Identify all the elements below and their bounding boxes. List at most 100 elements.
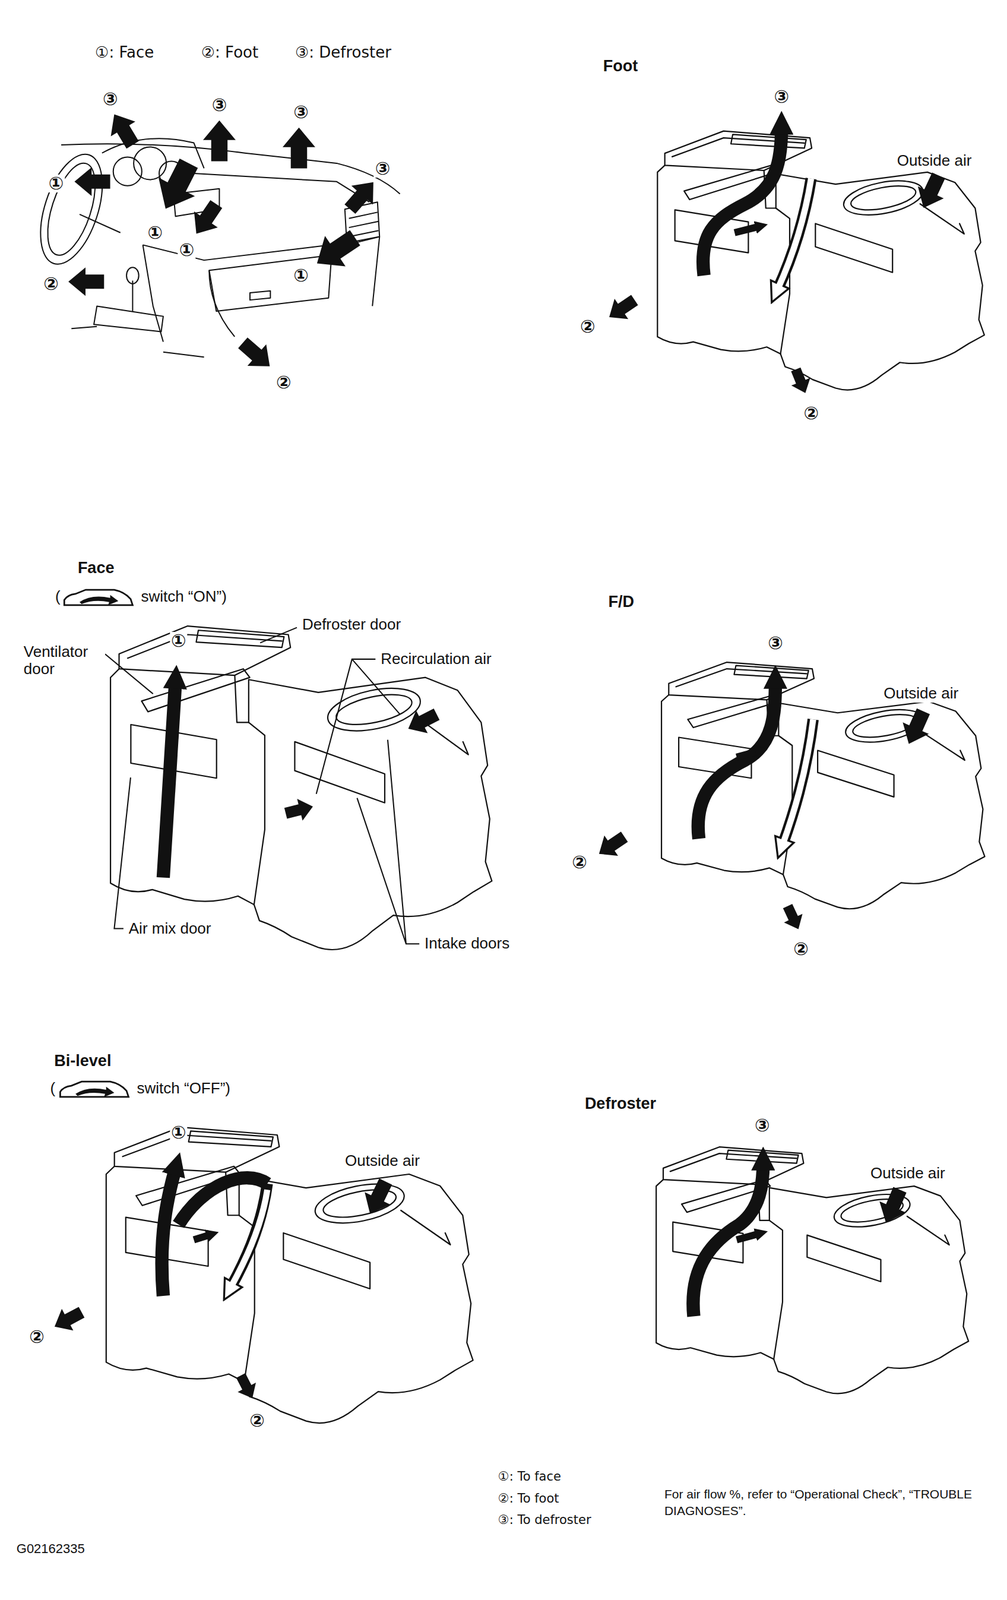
callout-number: ① bbox=[47, 174, 65, 193]
dashboard-drawing bbox=[209, 270, 235, 337]
airflow-arrows bbox=[230, 1189, 268, 1288]
dashboard-drawing bbox=[126, 267, 139, 284]
panel-title: F/D bbox=[606, 592, 636, 611]
dashboard-airflow-arrows bbox=[184, 195, 229, 242]
legend-entry: ③: To defroster bbox=[496, 1512, 593, 1527]
airflow-arrows bbox=[895, 705, 937, 750]
legend-entry: ①: Face bbox=[93, 43, 155, 62]
heater-unit-drawing bbox=[661, 662, 985, 909]
callout-number: ② bbox=[570, 853, 588, 872]
part-label: Ventilator door bbox=[22, 643, 106, 679]
callout-number: ① bbox=[178, 241, 196, 259]
airflow-arrows bbox=[163, 681, 176, 878]
airflow-arrows bbox=[162, 1167, 268, 1296]
airflow-arrows bbox=[231, 1370, 262, 1403]
leader-lines bbox=[356, 739, 420, 945]
airflow-arrows bbox=[193, 1234, 210, 1240]
part-label: Outside air bbox=[869, 1164, 947, 1183]
dashboard-airflow-arrows bbox=[233, 331, 280, 378]
figure-id: G02162335 bbox=[15, 1541, 87, 1557]
part-label: Outside air bbox=[343, 1152, 421, 1171]
switch-note: ( bbox=[54, 587, 62, 606]
dashboard-drawing bbox=[28, 138, 401, 357]
callout-number: ① bbox=[169, 1123, 188, 1142]
switch-note: ( bbox=[48, 1080, 57, 1098]
dashboard-drawing bbox=[349, 211, 379, 237]
airflow-arrows bbox=[591, 826, 632, 864]
airflow-arrows bbox=[402, 703, 443, 741]
dashboard-airflow-arrows bbox=[306, 222, 366, 280]
airflow-arrows bbox=[283, 703, 443, 825]
dashboard-airflow-arrows bbox=[147, 153, 207, 218]
callout-number: ③ bbox=[753, 1116, 771, 1135]
part-label: Air mix door bbox=[127, 919, 213, 938]
dashboard-drawing bbox=[28, 146, 114, 272]
airflow-arrows bbox=[734, 226, 759, 233]
airflow-arrows bbox=[48, 1300, 88, 1338]
heater-unit-drawing bbox=[110, 625, 492, 950]
airflow-arrows bbox=[692, 1163, 763, 1317]
dashboard-drawing bbox=[209, 255, 332, 312]
callout-number: ① bbox=[292, 266, 310, 285]
dashboard-drawing bbox=[133, 146, 167, 180]
leader-lines bbox=[260, 627, 297, 644]
dashboard-drawing bbox=[113, 157, 142, 186]
dashboard-drawing bbox=[79, 214, 121, 233]
leader-lines bbox=[114, 777, 131, 929]
callout-number: ③ bbox=[292, 103, 310, 122]
leader-lines bbox=[316, 659, 401, 794]
dashboard-drawing bbox=[71, 326, 204, 358]
airflow-arrows bbox=[48, 1175, 399, 1403]
callout-number: ② bbox=[27, 1327, 46, 1346]
airflow-arrows bbox=[778, 901, 808, 933]
recirculation-switch-icon bbox=[64, 589, 133, 606]
note: For air flow %, refer to “Operational Ch… bbox=[663, 1485, 975, 1520]
dashboard-drawing bbox=[61, 143, 400, 194]
dashboard-airflow-arrows bbox=[282, 127, 316, 169]
callout-number: ③ bbox=[210, 96, 228, 114]
legend-entry: ③: Defroster bbox=[293, 43, 393, 62]
airflow-arrows bbox=[357, 1175, 399, 1220]
callout-number: ② bbox=[248, 1411, 266, 1430]
airflow-arrows bbox=[178, 1177, 268, 1225]
part-label: Outside air bbox=[882, 685, 960, 703]
part-label: Outside air bbox=[895, 152, 974, 171]
legend-entry: ②: Foot bbox=[200, 43, 260, 62]
callout-number: ① bbox=[169, 631, 188, 650]
airflow-arrows bbox=[872, 1183, 914, 1228]
dashboard-airflow-arrows bbox=[203, 120, 236, 162]
airflow-arrows bbox=[872, 1183, 914, 1228]
dashboard-airflow-arrows bbox=[102, 106, 145, 152]
airflow-arrows bbox=[698, 681, 776, 839]
recirculation-switch-icon bbox=[59, 1081, 129, 1097]
dashboard-drawing bbox=[249, 290, 271, 300]
panel-title: Bi-level bbox=[52, 1052, 113, 1071]
callout-number: ③ bbox=[773, 87, 791, 106]
part-label: Intake doors bbox=[423, 935, 511, 953]
dashboard-drawing bbox=[372, 236, 380, 307]
airflow-arrows bbox=[703, 127, 782, 276]
switch-note: switch “ON”) bbox=[139, 587, 228, 606]
airflow-arrows bbox=[782, 719, 814, 845]
panel-title: Defroster bbox=[583, 1094, 658, 1114]
callout-number: ② bbox=[274, 373, 293, 392]
airflow-arrows bbox=[736, 1233, 760, 1240]
dashboard-airflow-arrows bbox=[68, 267, 104, 296]
callout-number: ③ bbox=[101, 90, 119, 109]
heater-unit-drawing bbox=[656, 1146, 969, 1393]
dashboard-drawing bbox=[193, 173, 370, 202]
callout-number: ② bbox=[792, 939, 810, 958]
airflow-arrows bbox=[283, 795, 316, 825]
dashboard-drawing bbox=[38, 157, 105, 261]
heater-unit-drawing bbox=[106, 1126, 474, 1423]
dashboard-airflow-arrows bbox=[339, 172, 385, 219]
airflow-arrows bbox=[591, 705, 937, 934]
airflow-arrows bbox=[692, 1163, 763, 1317]
airflow-arrows bbox=[163, 681, 176, 878]
airflow-arrows bbox=[162, 1167, 176, 1296]
callout-number: ③ bbox=[766, 634, 784, 652]
airflow-arrows bbox=[777, 178, 812, 290]
dashboard-drawing bbox=[143, 244, 164, 342]
